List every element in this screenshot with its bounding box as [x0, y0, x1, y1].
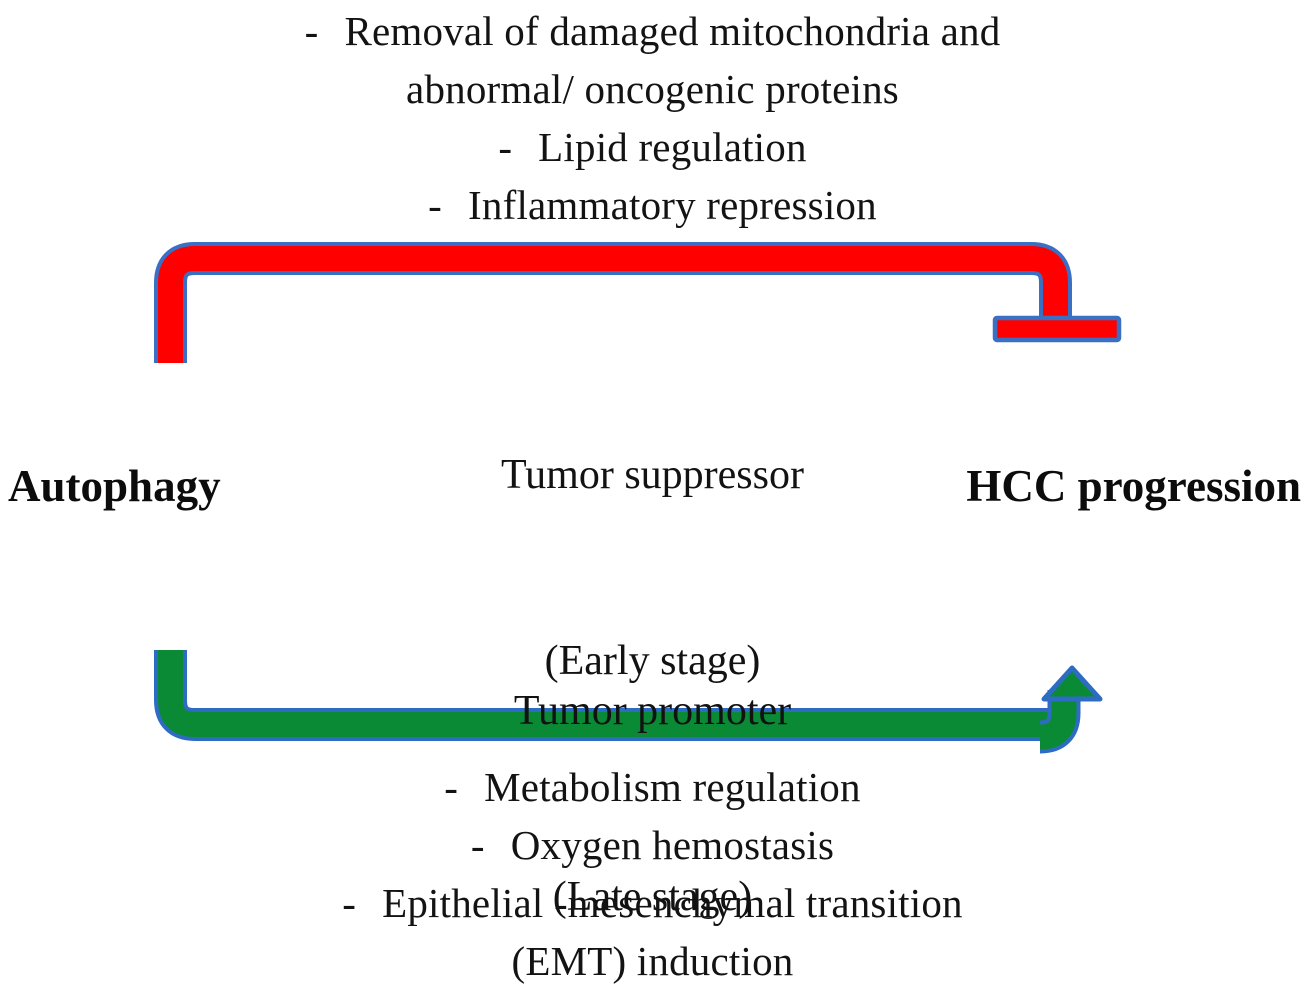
bottom-note-line-1: -Metabolism regulation — [0, 758, 1305, 816]
bottom-note-line-2: -Oxygen hemostasis — [0, 816, 1305, 874]
autophagy-label: Autophagy — [8, 461, 221, 511]
top-note-line-1: -Removal of damaged mitochondria and — [0, 2, 1305, 60]
top-note-line-3: -Lipid regulation — [0, 118, 1305, 176]
bottom-note-text-2: Oxygen hemostasis — [510, 822, 835, 868]
tumor-suppressor-line-2: (Early stage) — [544, 638, 761, 684]
tumor-promoter-line-2: (Late stage) — [552, 874, 753, 920]
bullet-dash-icon: - — [304, 8, 319, 54]
bottom-note-line-4: (EMT) induction — [0, 932, 1305, 990]
top-note-line-4: -Inflammatory repression — [0, 176, 1305, 234]
top-note-text-3: Lipid regulation — [538, 124, 807, 170]
bullet-dash-icon: - — [498, 124, 513, 170]
tumor-promoter-label: Tumor promoter (Late stage) — [0, 556, 1305, 1000]
top-notes-block: -Removal of damaged mitochondria and abn… — [0, 2, 1305, 234]
bullet-dash-icon: - — [428, 182, 443, 228]
tumor-suppressor-line-1: Tumor suppressor — [501, 452, 804, 498]
bullet-dash-icon: - — [342, 880, 357, 926]
bottom-note-text-1: Metabolism regulation — [484, 764, 861, 810]
top-note-text-4: Inflammatory repression — [468, 182, 877, 228]
bottom-note-text-4: (EMT) induction — [511, 938, 794, 984]
top-note-text-1: Removal of damaged mitochondria and — [344, 8, 1001, 54]
bullet-dash-icon: - — [470, 822, 485, 868]
tumor-promoter-line-1: Tumor promoter — [513, 688, 792, 734]
bottom-note-text-3: Epithelial -mesenchymal transition — [382, 880, 963, 926]
top-note-line-2: abnormal/ oncogenic proteins — [0, 60, 1305, 118]
tumor-suppressor-label: Tumor suppressor (Early stage) — [0, 320, 1305, 816]
bottom-note-line-3: -Epithelial -mesenchymal transition — [0, 874, 1305, 932]
hcc-progression-label: HCC progression — [966, 461, 1301, 511]
bottom-notes-block: -Metabolism regulation -Oxygen hemostasi… — [0, 758, 1305, 990]
top-note-text-2: abnormal/ oncogenic proteins — [406, 66, 899, 112]
bullet-dash-icon: - — [444, 764, 459, 810]
